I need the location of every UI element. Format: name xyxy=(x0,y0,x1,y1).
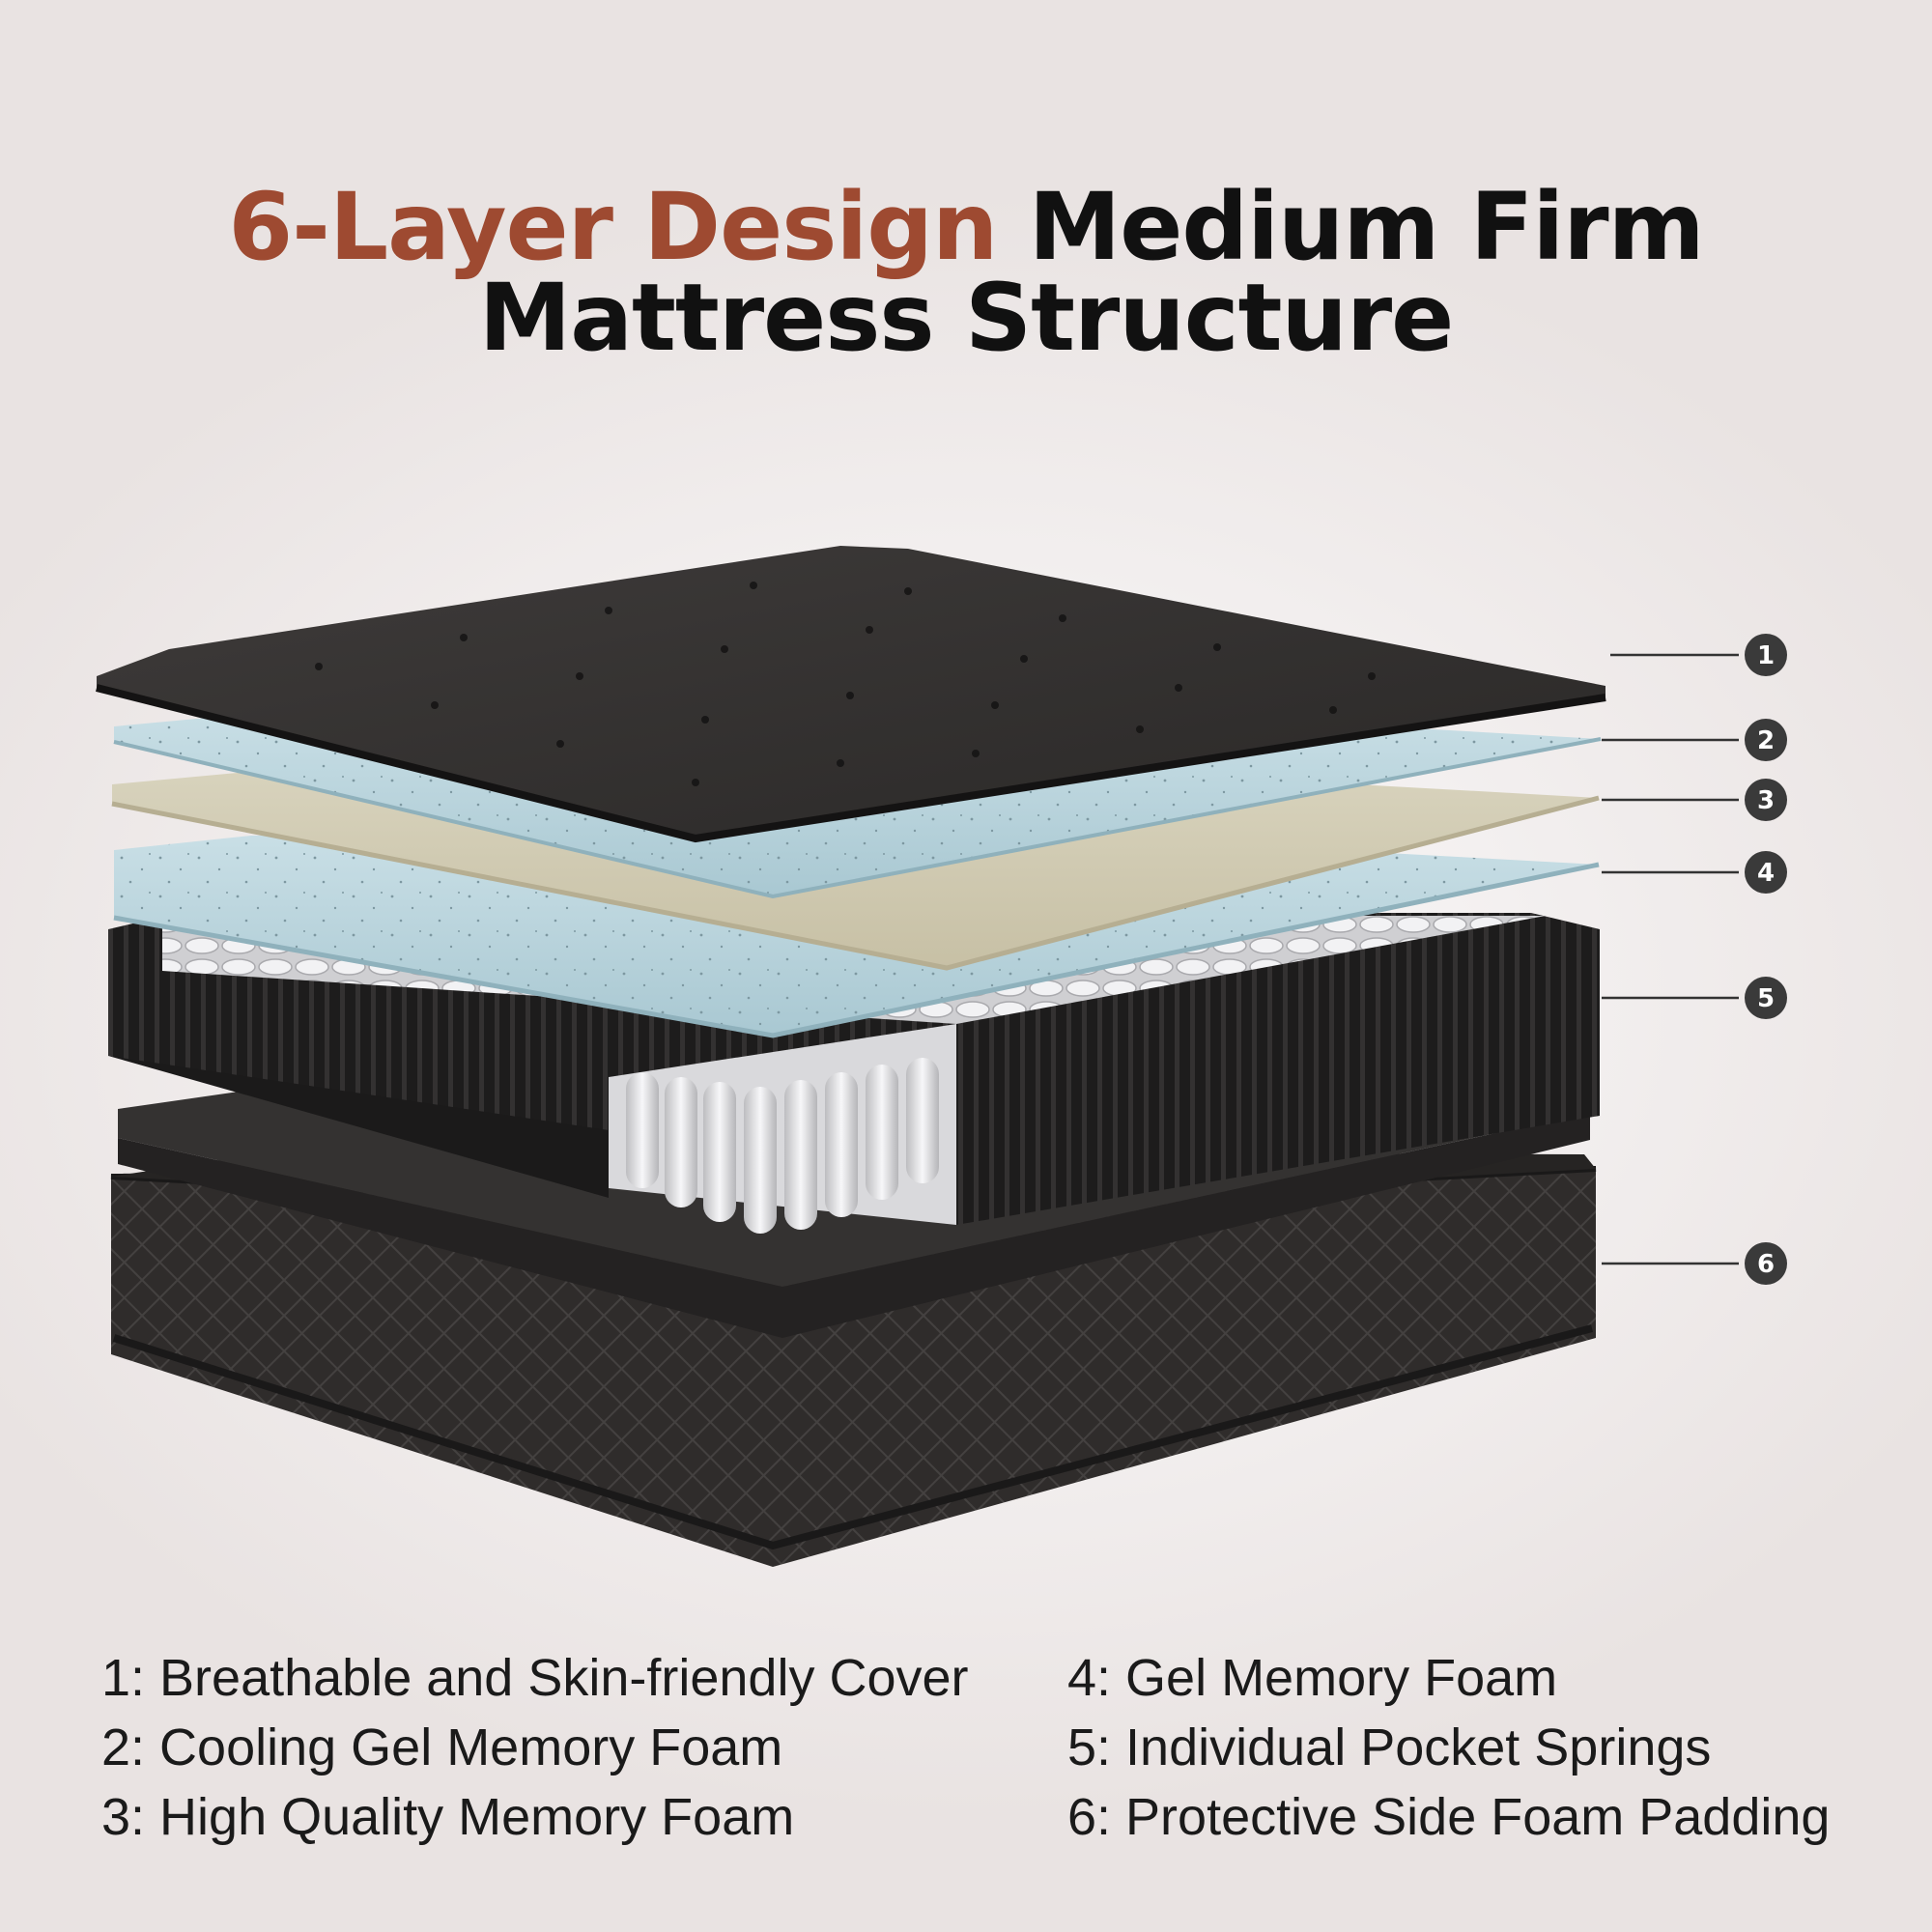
callout-4: 4 xyxy=(1745,851,1787,894)
legend-item: 2: Cooling Gel Memory Foam xyxy=(101,1719,783,1776)
callout-number: 3 xyxy=(1757,786,1775,815)
tufting-dots xyxy=(315,582,1376,786)
callout-2: 2 xyxy=(1745,719,1787,761)
callout-number: 4 xyxy=(1757,859,1775,888)
callout-badge xyxy=(1745,977,1787,1019)
callout-badge xyxy=(1745,851,1787,894)
legend-item: 6: Protective Side Foam Padding xyxy=(1067,1788,1831,1846)
callout-number: 1 xyxy=(1757,641,1775,670)
callout-number: 5 xyxy=(1757,984,1775,1013)
callout-number: 6 xyxy=(1757,1250,1775,1279)
title-line2: Mattress Structure xyxy=(478,264,1455,372)
legend-item: 4: Gel Memory Foam xyxy=(1067,1649,1558,1707)
callout-badge xyxy=(1745,634,1787,676)
legend-item: 3: High Quality Memory Foam xyxy=(101,1788,795,1846)
layer-legend: 1: Breathable and Skin-friendly Cover 4:… xyxy=(101,1650,1898,1845)
spring-coils xyxy=(626,1058,939,1234)
legend-item: 5: Individual Pocket Springs xyxy=(1067,1719,1712,1776)
callout-badge xyxy=(1745,779,1787,821)
title-line1-rest: Medium Firm xyxy=(1028,173,1705,281)
callout-badge xyxy=(1745,719,1787,761)
callout-6: 6 xyxy=(1745,1242,1787,1285)
callout-3: 3 xyxy=(1745,779,1787,821)
legend-item: 1: Breathable and Skin-friendly Cover xyxy=(101,1649,969,1707)
callout-1: 1 xyxy=(1745,634,1787,676)
callout-lines xyxy=(1602,653,1739,1265)
page-title: 6-Layer Design Medium Firm Mattress Stru… xyxy=(0,181,1932,364)
layer-1-cover xyxy=(96,546,1606,843)
callout-5: 5 xyxy=(1745,977,1787,1019)
title-accent: 6-Layer Design xyxy=(228,173,998,281)
callout-number: 2 xyxy=(1757,726,1775,755)
callout-badge xyxy=(1745,1242,1787,1285)
